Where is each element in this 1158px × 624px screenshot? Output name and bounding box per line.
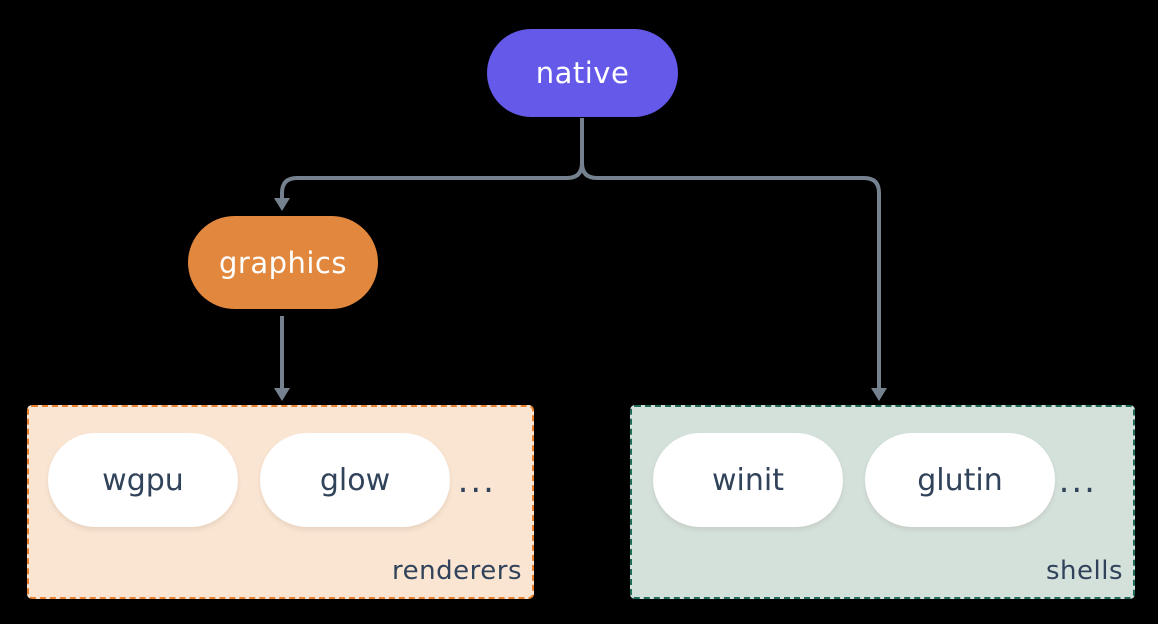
shells-ellipsis: ... xyxy=(1058,461,1097,501)
node-glutin-label: glutin xyxy=(917,462,1003,498)
edge-native-shells xyxy=(580,118,881,389)
node-winit: winit xyxy=(653,433,843,527)
node-glutin: glutin xyxy=(865,433,1055,527)
renderers-group-label: renderers xyxy=(392,556,522,586)
node-glow-label: glow xyxy=(319,462,391,498)
renderers-ellipsis: ... xyxy=(457,461,496,501)
node-native-label: native xyxy=(535,56,630,90)
node-graphics-label: graphics xyxy=(218,245,347,280)
node-native: native xyxy=(487,29,678,117)
shells-group-label: shells xyxy=(1045,556,1123,586)
node-wgpu-label: wgpu xyxy=(102,462,184,498)
edge-native-graphics xyxy=(280,118,584,199)
arrowhead-graphics xyxy=(274,198,290,211)
arrowhead-shells xyxy=(871,388,887,401)
node-winit-label: winit xyxy=(712,462,784,498)
node-graphics: graphics xyxy=(188,216,378,309)
group-shells: winit glutin ... shells xyxy=(630,405,1135,599)
node-glow: glow xyxy=(260,433,450,527)
node-wgpu: wgpu xyxy=(48,433,238,527)
group-renderers: wgpu glow ... renderers xyxy=(27,405,534,599)
arrowhead-renderers xyxy=(274,388,290,401)
